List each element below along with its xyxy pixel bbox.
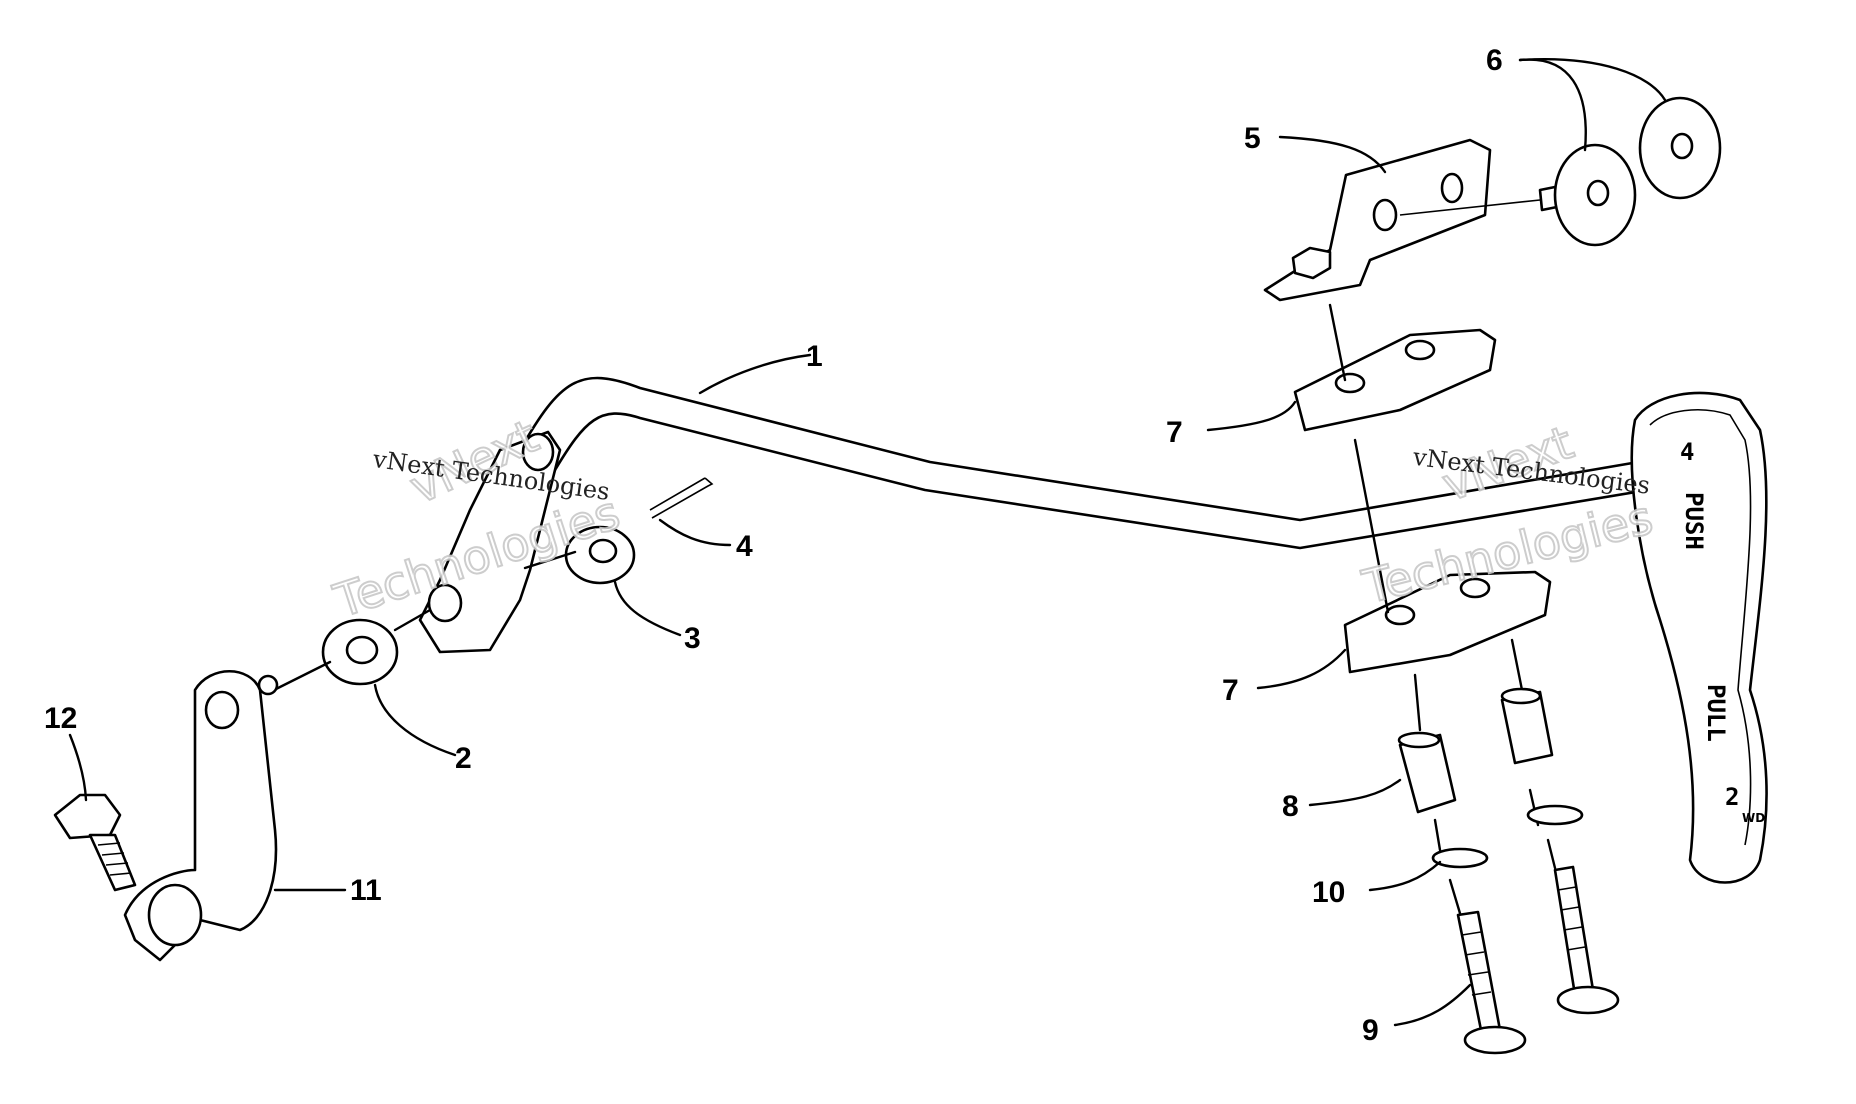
callout-8: 8 [1282,790,1299,823]
cotter-pin-4 [649,477,714,519]
callout-9: 9 [1362,1014,1379,1047]
callout-4: 4 [736,530,753,563]
svg-text:2: 2 [1725,783,1739,811]
handle-label: 4 PUSH PULL 2 WD [1680,438,1765,825]
callout-11: 11 [350,874,382,907]
callout-3: 3 [684,622,701,655]
shift-handle: 4 PUSH PULL 2 WD [1630,391,1768,884]
washer-3 [564,525,636,585]
bracket-5 [1263,138,1492,302]
washer-2 [321,618,399,686]
svg-text:WD: WD [1742,811,1765,825]
callouts: 1 2 3 4 5 6 7 7 8 9 10 11 12 [44,44,1503,1047]
lever-arm [418,430,562,654]
spacer-block-7-lower [1343,570,1552,674]
sleeve-8 [1397,687,1554,814]
bolt-12 [53,793,137,892]
svg-text:PUSH: PUSH [1680,492,1708,550]
clamp-arm-11 [123,669,279,962]
callout-10: 10 [1312,876,1345,909]
bolt-9 [1456,865,1620,1055]
callout-5: 5 [1244,122,1261,155]
leader-lines [68,58,1667,1027]
callout-7-lower: 7 [1222,674,1239,707]
svg-text:PULL: PULL [1702,684,1730,742]
callout-1: 1 [806,340,823,373]
spacer-block-7-upper [1293,328,1497,432]
callout-12: 12 [44,702,77,735]
lock-washer-10 [1431,804,1584,869]
washers-6 [1553,96,1722,247]
callout-6: 6 [1486,44,1503,77]
svg-text:4: 4 [1680,438,1694,466]
callout-7-upper: 7 [1166,416,1183,449]
callout-2: 2 [455,742,472,775]
